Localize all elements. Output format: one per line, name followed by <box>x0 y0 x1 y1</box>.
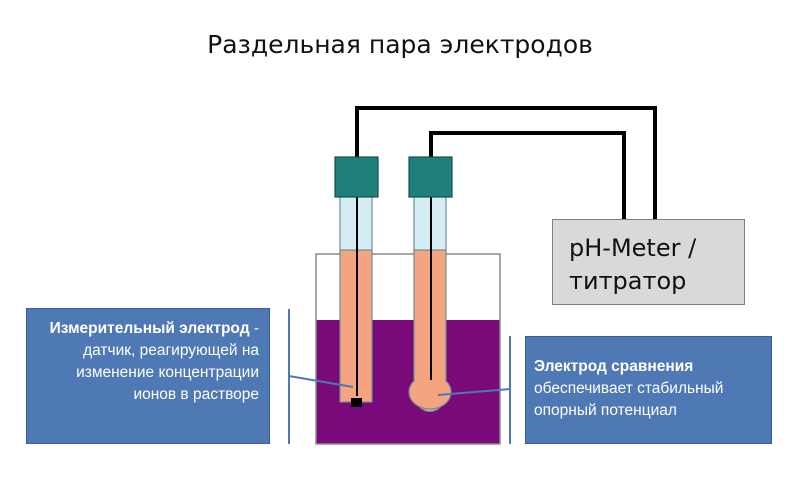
ph-meter-box: pH-Meter / титратор <box>552 219 745 305</box>
measuring-electrode-description: - датчик, реагирующей на изменение конце… <box>76 320 259 403</box>
measuring-electrode-sensor-tip <box>351 398 362 407</box>
reference-electrode-callout: Электрод сравнения обеспечивает стабильны… <box>525 336 772 444</box>
left-leader-line <box>288 375 354 388</box>
reference-electrode <box>408 156 453 413</box>
right-leader-line <box>437 388 511 396</box>
reference-electrode-name: Электрод сравнения <box>534 358 694 375</box>
beaker-outline <box>315 253 501 445</box>
measuring-electrode-callout: Измерительный электрод - датчик, реагиру… <box>26 308 270 444</box>
measuring-electrode-cap <box>334 156 379 198</box>
wire-measuring-electrode <box>355 106 657 219</box>
ph-meter-label-line1: pH-Meter / <box>569 234 697 262</box>
ph-meter-label-line2: титратор <box>569 267 687 295</box>
reference-electrode-cap <box>408 156 453 198</box>
measuring-electrode-name: Измерительный электрод <box>49 320 250 337</box>
measuring-electrode <box>334 156 379 407</box>
diagram-title: Раздельная пара электродов <box>207 30 593 59</box>
reference-electrode-description: обеспечивает стабильный опорный потенциа… <box>534 380 724 419</box>
wire-reference-electrode <box>429 131 626 219</box>
